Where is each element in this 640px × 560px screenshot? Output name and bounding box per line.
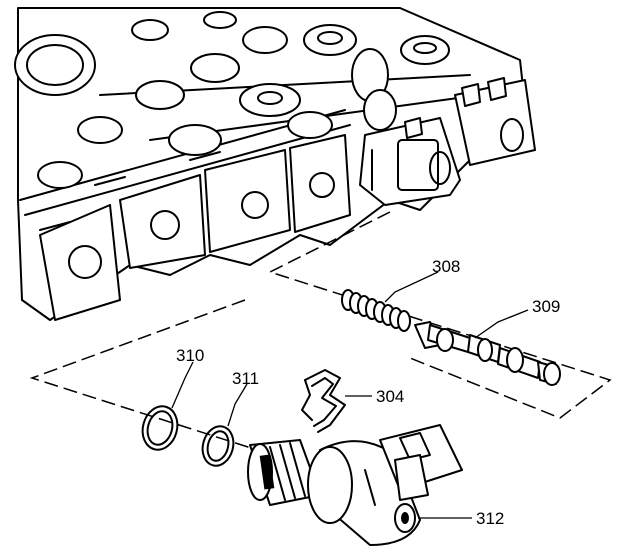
callout-308: 308 [432,257,460,276]
callout-311: 311 [232,369,259,388]
spring-308 [341,289,411,332]
o-ring-311 [201,425,235,467]
mounted-solenoids [359,77,536,206]
retainer-clip-304 [301,369,346,433]
valve-body [14,7,531,321]
callout-309: 309 [532,297,560,316]
dashed-guide-planes [29,211,612,471]
valve-309 [414,321,561,386]
callout-304: 304 [376,387,404,406]
o-ring-310 [141,405,179,451]
leader-lines [171,271,529,519]
solenoid-312 [247,424,463,546]
callout-310: 310 [176,346,204,365]
valve-spools [37,11,450,189]
callout-312: 312 [476,509,504,528]
